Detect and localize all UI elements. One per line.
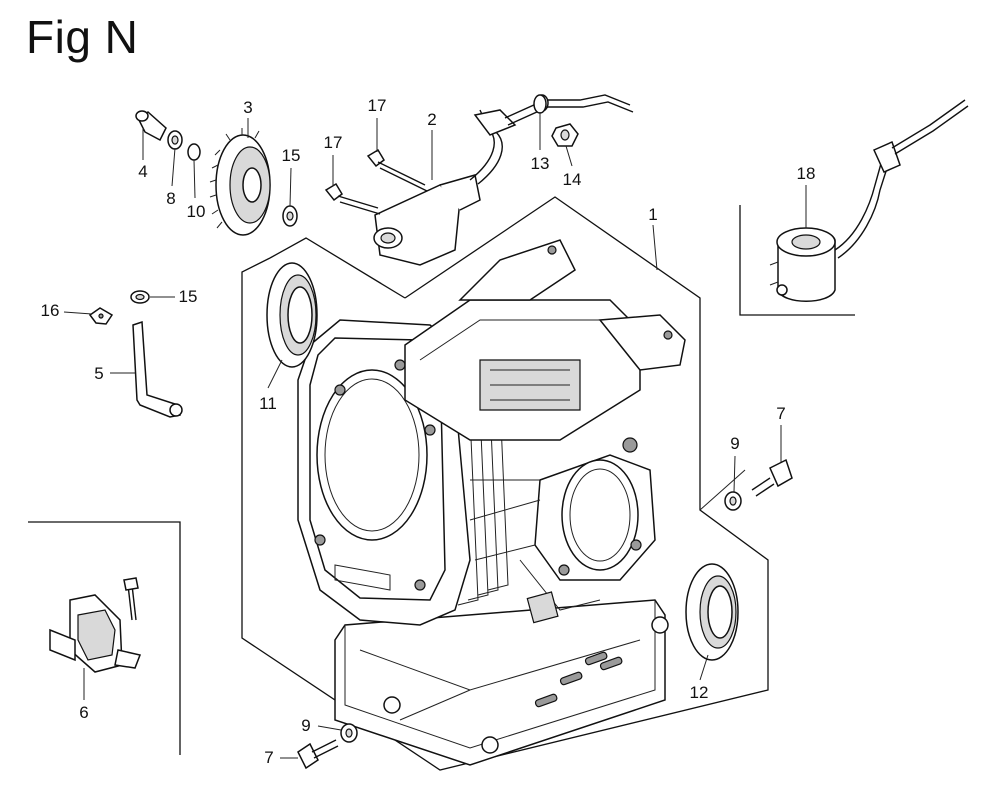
gear-teeth <box>209 128 260 229</box>
part-label-1: 1 <box>648 205 658 224</box>
part-label-9-bottom: 9 <box>301 716 311 735</box>
washer-15-upper <box>282 205 298 227</box>
washer-15-lower <box>130 290 150 304</box>
leader-9-right <box>733 455 736 493</box>
oil-seal-right <box>685 563 739 661</box>
leader-16 <box>63 311 93 315</box>
oil-alert-unit <box>769 99 969 302</box>
leader-11 <box>267 359 283 389</box>
clip-10 <box>187 143 201 161</box>
engine-mount <box>49 577 142 673</box>
leader-12 <box>699 654 709 681</box>
washer-8 <box>167 130 183 150</box>
crankcase-group-frame <box>241 196 769 771</box>
part-label-8: 8 <box>166 189 176 208</box>
grommet-13 <box>533 94 547 114</box>
governor-shaft <box>135 110 167 142</box>
part-label-9-right: 9 <box>730 434 740 453</box>
part-label-12: 12 <box>689 683 709 702</box>
part-label-18: 18 <box>796 164 816 183</box>
nut-14 <box>551 123 579 147</box>
oil-alert-subframe <box>739 205 855 316</box>
part-label-4: 4 <box>138 162 148 181</box>
bolt-17-lower <box>324 182 381 215</box>
bolt-17-upper <box>366 148 428 192</box>
leader-9-bottom <box>317 725 342 731</box>
governor-gear <box>209 128 271 236</box>
crankcase-vent-slots <box>534 651 623 708</box>
engine-mount-subframe <box>28 521 181 755</box>
pin-clip-16 <box>88 307 114 325</box>
leader-crankcase-bottom <box>399 689 471 721</box>
part-label-6: 6 <box>79 703 89 722</box>
part-label-14: 14 <box>562 170 582 189</box>
part-label-7-right: 7 <box>776 404 786 423</box>
part-label-16: 16 <box>40 301 60 320</box>
oil-level-sensor <box>373 94 634 266</box>
bolt-7-right <box>751 458 793 497</box>
part-label-10: 10 <box>186 202 206 221</box>
washer-9-right <box>724 491 742 511</box>
governor-arm-shaft <box>132 320 183 418</box>
crankcase <box>297 239 686 766</box>
part-label-7-bottom: 7 <box>264 748 274 767</box>
oil-seal-left <box>266 262 318 368</box>
part-label-17-upper: 17 <box>367 96 387 115</box>
washer-9-bottom <box>340 723 358 743</box>
part-label-17-lower: 17 <box>323 133 343 152</box>
leader-15-upper <box>289 167 292 207</box>
leader-14 <box>565 145 573 167</box>
part-label-15-upper: 15 <box>281 146 301 165</box>
part-label-2: 2 <box>427 110 437 129</box>
bolt-7-bottom <box>297 739 339 770</box>
part-label-3: 3 <box>243 98 253 117</box>
figure-title: Fig N <box>26 11 139 63</box>
leader-10 <box>193 159 196 199</box>
part-label-11: 11 <box>259 394 277 413</box>
leader-1 <box>652 224 658 271</box>
part-label-13: 13 <box>530 154 550 173</box>
leader-crankcase-right <box>699 469 746 511</box>
leader-lines <box>63 112 807 759</box>
leader-8 <box>171 147 176 187</box>
part-label-5: 5 <box>94 364 104 383</box>
part-label-15-lower: 15 <box>178 287 198 306</box>
